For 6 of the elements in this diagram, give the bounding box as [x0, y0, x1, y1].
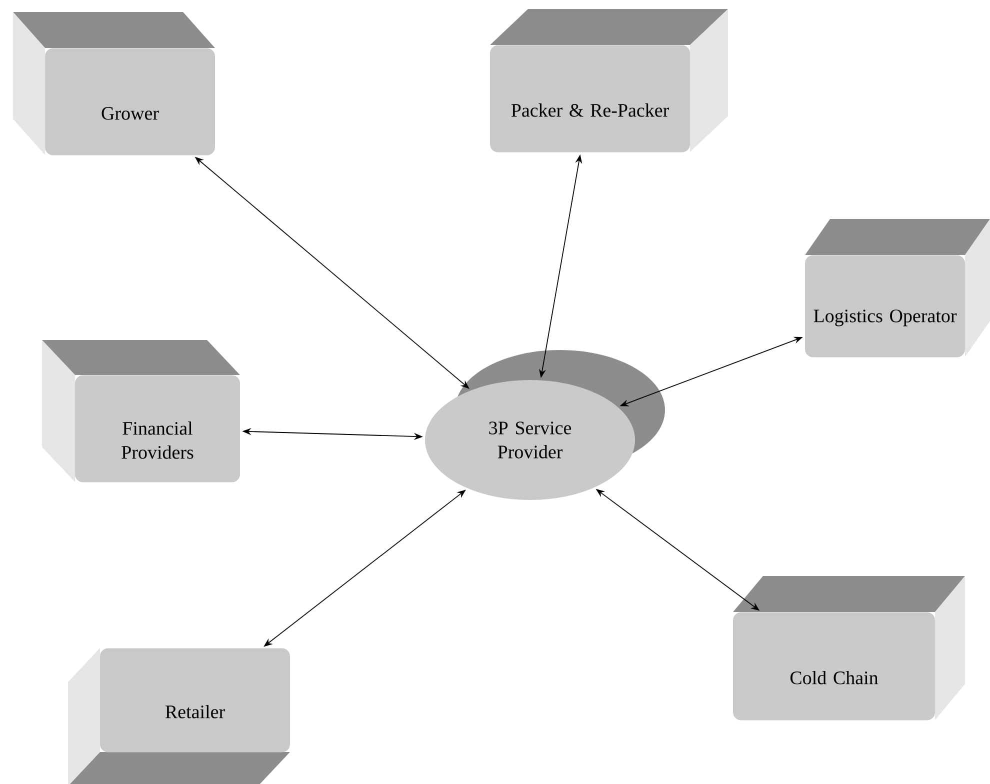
box-3d: Retailer [68, 648, 290, 784]
box-3d: Logistics Operator [805, 219, 990, 358]
box-3d: Financial Providers [42, 340, 240, 482]
box-3d: Grower [13, 12, 215, 156]
box-3d: Cold Chain [733, 576, 966, 720]
box-3d: Packer & Re-Packer [490, 9, 728, 152]
